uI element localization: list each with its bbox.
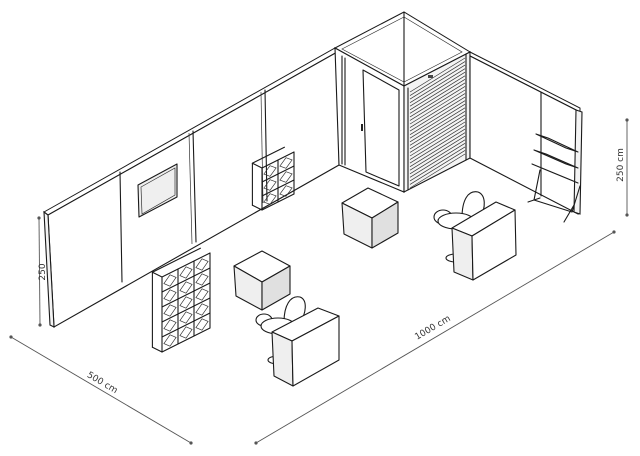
slat-line <box>409 128 466 164</box>
slat-line <box>409 150 466 185</box>
right-wall <box>469 51 583 215</box>
back-shelf-cell <box>279 171 293 183</box>
slat-line <box>409 61 466 96</box>
slat-line <box>409 114 466 150</box>
front-shelf-rail <box>161 297 211 323</box>
slat-line <box>409 68 466 103</box>
front-shelf-cell <box>163 289 177 302</box>
slat-line <box>409 96 466 132</box>
slat-line <box>409 146 466 182</box>
slat-line <box>409 71 466 107</box>
back-shelf-edge <box>251 146 285 164</box>
back-shelf-edge <box>251 162 263 169</box>
left-long-wall <box>43 47 340 328</box>
reception-desk-front <box>271 307 340 387</box>
slat-line <box>409 100 466 135</box>
cube-seat-back <box>341 187 399 249</box>
height-right-label: 250 cm <box>616 148 626 182</box>
front-shelf-rail <box>161 252 211 278</box>
slat-line <box>409 79 466 114</box>
slat-line <box>409 111 466 146</box>
back-shelf-cell <box>279 157 293 169</box>
slat-line <box>409 75 466 111</box>
tv-screen <box>137 163 178 218</box>
cube-seat-front <box>233 250 291 311</box>
slat-line <box>409 153 466 189</box>
front-shelf-cell <box>195 258 209 271</box>
height-left-label: 250 <box>38 263 48 280</box>
dimension-height-right: 250 cm <box>616 118 629 217</box>
slat-line <box>409 64 466 100</box>
front-shelf-cell <box>179 326 193 339</box>
slat-line <box>409 93 466 128</box>
cube-shelf-front <box>151 247 211 353</box>
slat-line <box>409 118 466 153</box>
front-shelf-cell <box>195 288 209 301</box>
front-shelf-rail <box>161 282 211 308</box>
slat-line <box>409 132 466 167</box>
dimension-depth: 500 cm <box>9 335 193 445</box>
front-shelf-cell <box>163 334 177 347</box>
slat-line <box>409 135 466 171</box>
front-shelf-rail <box>161 267 211 293</box>
back-shelf-cell <box>279 185 293 197</box>
wall-shelves <box>527 133 581 223</box>
dimension-height-left: 250 <box>37 216 48 327</box>
front-shelf-rail <box>161 312 211 338</box>
front-shelf-cell <box>179 296 193 309</box>
slat-line <box>409 139 466 175</box>
slat-line <box>409 89 466 125</box>
slatted-wall <box>409 57 466 189</box>
front-shelf-cell <box>163 319 177 332</box>
front-shelf-cell <box>179 281 193 294</box>
back-shelf-cell <box>263 193 277 205</box>
slat-line <box>409 103 466 139</box>
slat-line <box>409 86 466 121</box>
back-shelf-cell <box>263 179 277 191</box>
slat-line <box>409 125 466 160</box>
front-shelf-cell <box>195 303 209 316</box>
front-shelf-cell <box>163 274 177 287</box>
reception-desk-right <box>451 201 517 281</box>
front-shelf-rail <box>161 327 211 353</box>
front-shelf-cell <box>195 273 209 286</box>
slat-line <box>409 121 466 157</box>
front-shelf-edge <box>151 346 163 353</box>
front-shelf-cell <box>163 304 177 317</box>
front-shelf-cell <box>179 266 193 279</box>
back-shelf-cell <box>263 165 277 177</box>
front-shelf-cell <box>195 318 209 331</box>
back-shelf-edge <box>251 204 263 211</box>
front-shelf-edge <box>151 271 163 278</box>
slat-line <box>409 57 466 93</box>
cube-shelf-back <box>251 146 295 211</box>
slat-line <box>409 143 466 178</box>
front-shelf-edge <box>151 247 201 273</box>
slat-line <box>409 82 466 118</box>
front-shelf-cell <box>179 311 193 324</box>
slat-line <box>409 107 466 143</box>
storage-room <box>333 11 472 193</box>
